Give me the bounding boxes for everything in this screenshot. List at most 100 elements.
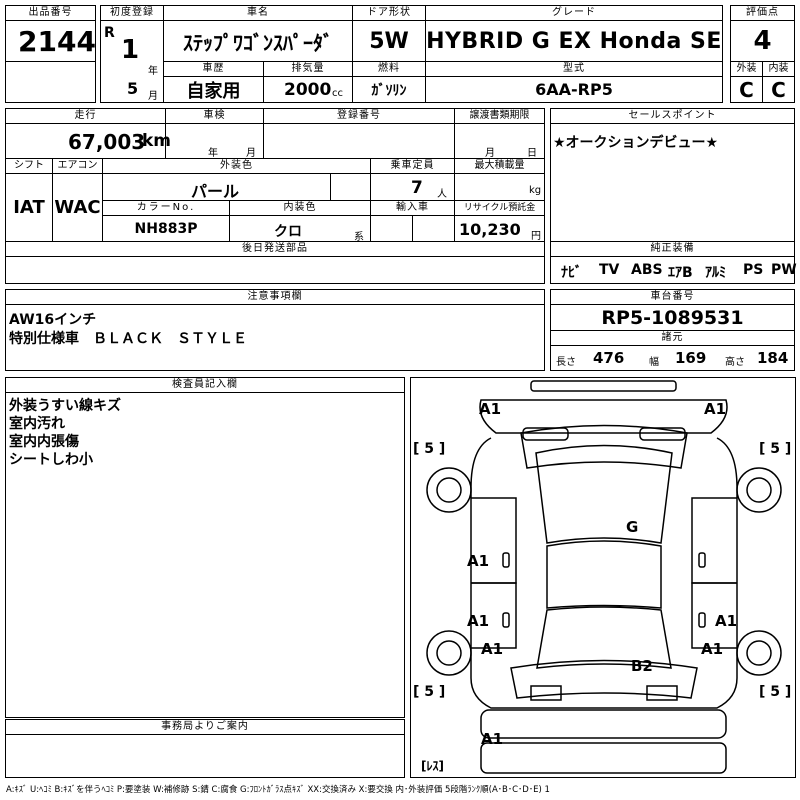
fuel-label: 燃料 — [352, 61, 426, 77]
lot-cell: 2144 — [5, 20, 96, 62]
inspection-cell: 年 月 — [165, 123, 264, 159]
ac-cell: WAC — [52, 173, 103, 242]
legend-footnote: A:ｷｽﾞ U:ﾍｺﾐ B:ｷｽﾞを伴うﾍｺﾐ P:要塗装 W:補修跡 S:錆 … — [6, 785, 550, 795]
history-value: 自家用 — [186, 80, 241, 102]
first-reg-cell: R 1 年 5 月 — [100, 20, 164, 103]
max-load-unit: kg — [529, 185, 542, 196]
equipment-label: 純正装備 — [550, 241, 795, 257]
mileage-label: 走行 — [5, 108, 166, 124]
inspection-month-unit: 月 — [246, 148, 256, 159]
interior-color-cell: クロ 系 — [229, 215, 371, 243]
damage-mark-left-front-door: A1 — [467, 552, 490, 570]
ext-grade-value: C — [739, 77, 754, 102]
equipment-airbag: ｴｱB — [668, 265, 693, 281]
equipment-nav: ﾅﾋﾞ — [561, 265, 582, 281]
specs-height-label: 高さ — [725, 357, 745, 368]
ac-value: WAC — [54, 197, 101, 218]
mileage-cell: 67,003 km — [5, 123, 171, 159]
shift-label: シフト — [5, 158, 53, 174]
damage-mark-front-left: A1 — [479, 400, 502, 418]
history-label: 車歴 — [163, 61, 264, 77]
displacement-cell: 2000 cc — [263, 76, 353, 103]
import-cell-b — [412, 215, 455, 242]
color-no-value: NH883P — [134, 220, 198, 237]
spare-tire-note: [ﾚｽ] — [421, 759, 444, 773]
grade-cell: HYBRID G EX Honda SE — [425, 20, 723, 62]
damage-mark-right-rear-wheel: A1 — [701, 640, 724, 658]
ac-label: エアコン — [52, 158, 103, 174]
model-code-label: 型式 — [425, 61, 723, 77]
first-reg-month: 5 — [127, 79, 139, 98]
equipment-abs: ABS — [631, 262, 663, 278]
specs-height-value: 184 — [757, 349, 789, 367]
interior-color-value: クロ — [274, 224, 302, 240]
recycle-cell: 10,230 円 — [454, 215, 545, 242]
tire-tread-front-right: [ 5 ] — [759, 441, 792, 457]
later-parts-label: 後日発送部品 — [5, 241, 545, 257]
history-cell: 自家用 — [163, 76, 264, 103]
inspector-line-4: シートしわ小 — [9, 452, 93, 468]
doors-cell: 5W — [352, 20, 426, 62]
equipment-tv: TV — [599, 262, 620, 278]
damage-mark-rear-bumper: A1 — [481, 730, 504, 748]
grade-value: HYBRID G EX Honda SE — [426, 28, 722, 54]
displacement-label: 排気量 — [263, 61, 353, 77]
ext-grade-cell: C — [730, 76, 763, 103]
exterior-color-extra-cell — [330, 173, 371, 201]
exterior-color-cell: パール — [102, 173, 331, 201]
specs-cell: 長さ 476 幅 169 高さ 184 — [550, 345, 795, 371]
int-grade-label: 内装 — [762, 61, 795, 77]
equipment-alloy: ｱﾙﾐ — [705, 265, 726, 281]
seats-cell: 7 人 — [370, 173, 455, 201]
inspection-year-unit: 年 — [208, 148, 218, 159]
inspector-line-1: 外装うすい線キズ — [9, 398, 121, 414]
int-grade-value: C — [771, 77, 786, 102]
score-value: 4 — [753, 26, 772, 56]
displacement-unit: cc — [332, 88, 343, 99]
equipment-cell: ﾅﾋﾞ TV ABS ｴｱB ｱﾙﾐ PS PW — [550, 256, 797, 284]
fuel-value: ｶﾞｿﾘﾝ — [371, 82, 407, 99]
damage-mark-rear-hatch: B2 — [631, 657, 653, 675]
lot-blank-cell — [5, 61, 96, 103]
inspector-label: 検査員記入欄 — [5, 377, 405, 393]
interior-color-label: 内装色 — [229, 200, 371, 216]
sales-point-label: セールスポイント — [550, 108, 795, 124]
seats-value: 7 — [411, 178, 423, 198]
displacement-value: 2000 — [284, 80, 332, 100]
first-reg-era: R — [104, 25, 115, 41]
max-load-cell: kg — [454, 173, 545, 201]
damage-mark-left-rear-door: A1 — [467, 612, 490, 630]
specs-length-label: 長さ — [556, 357, 576, 368]
seats-unit: 人 — [437, 189, 447, 200]
color-no-label: カラーNo. — [102, 200, 230, 216]
lot-label: 出品番号 — [5, 5, 96, 21]
mileage-value: 67,003 — [68, 130, 146, 154]
inspection-label: 車検 — [165, 108, 264, 124]
specs-width-label: 幅 — [649, 357, 659, 368]
max-load-label: 最大積載量 — [454, 158, 545, 174]
equipment-pw: PW — [771, 262, 797, 278]
damage-mark-front-right: A1 — [704, 400, 727, 418]
damage-mark-windshield: G — [626, 518, 639, 536]
grade-label: グレード — [425, 5, 723, 21]
doors-value: 5W — [369, 28, 409, 54]
first-reg-label: 初度登録 — [100, 5, 164, 21]
ext-grade-label: 外装 — [730, 61, 763, 77]
transfer-day-unit: 日 — [527, 148, 537, 159]
damage-mark-left-rear-wheel: A1 — [481, 640, 504, 658]
inspector-line-3: 室内内張傷 — [9, 434, 79, 450]
lot-number: 2144 — [18, 25, 96, 58]
mileage-unit: km — [142, 131, 172, 151]
transfer-cell: 月 日 — [454, 123, 545, 159]
color-no-cell: NH883P — [102, 215, 230, 242]
registration-label: 登録番号 — [263, 108, 455, 124]
shift-cell: IAT — [5, 173, 53, 242]
specs-length-value: 476 — [593, 349, 625, 367]
recycle-unit: 円 — [531, 231, 541, 242]
tire-tread-rear-right: [ 5 ] — [759, 684, 792, 700]
interior-color-suffix: 系 — [354, 232, 364, 243]
first-reg-year-unit: 年 — [148, 66, 158, 77]
later-parts-cell — [5, 256, 545, 284]
registration-cell — [263, 123, 455, 159]
equipment-ps: PS — [743, 262, 764, 278]
